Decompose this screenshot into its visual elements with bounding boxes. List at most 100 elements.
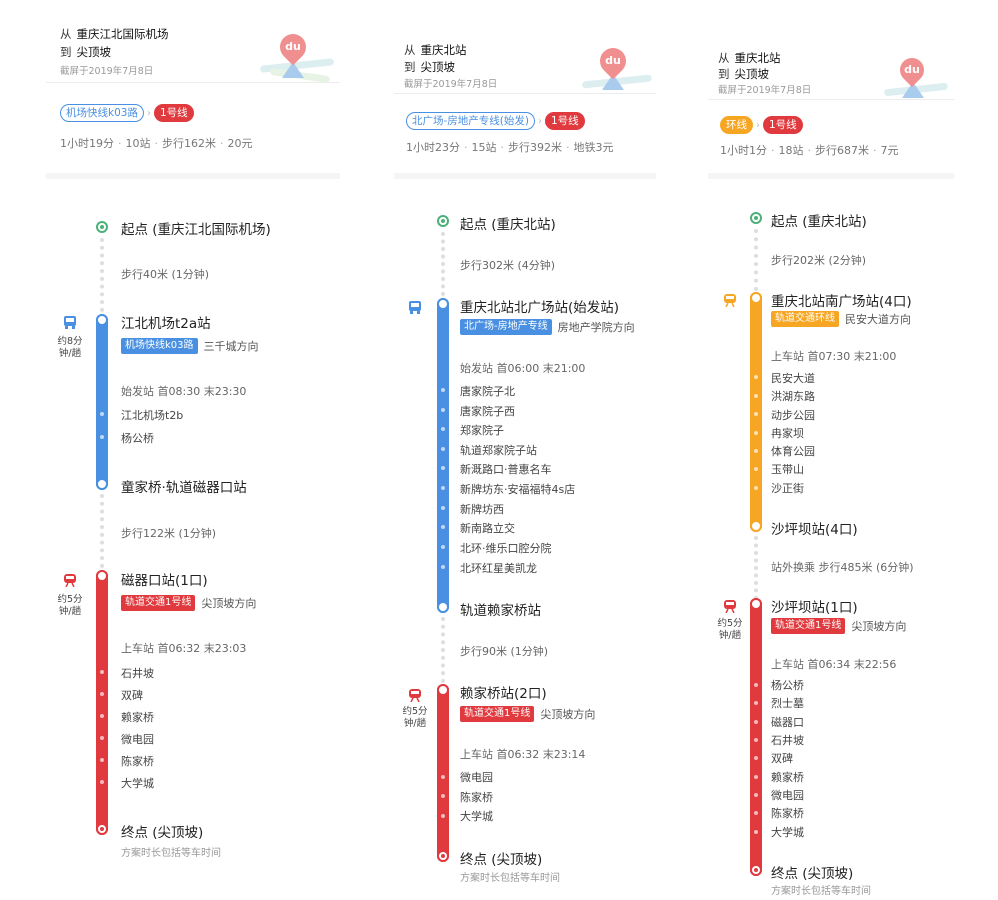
stop-name: 北环·维乐口腔分院 <box>460 542 552 555</box>
from-prefix: 从 <box>404 43 416 57</box>
stop-name: 双碑 <box>121 689 143 702</box>
section-band <box>708 173 954 179</box>
line-badge[interactable]: 轨道交通环线民安大道方向 <box>771 311 911 327</box>
board-station[interactable]: 重庆北站北广场站(始发站) <box>460 300 620 316</box>
summary-duration: 1小时1分 <box>720 144 767 157</box>
destination-name: 尖顶坡 <box>734 67 770 81</box>
stop-name: 赖家桥 <box>121 711 154 724</box>
stop-name: 陈家桥 <box>771 807 804 820</box>
route-header: 从重庆北站 到尖顶坡 截屏于2019年7月8日 du 环线 › 1号线 1小时1… <box>708 0 954 180</box>
to-line: 到尖顶坡 <box>404 59 455 75</box>
route-header: 从重庆江北国际机场 到尖顶坡 截屏于2019年7月8日 du 机场快线k03路 … <box>46 0 340 180</box>
service-time: 始发站 首06:00 末21:00 <box>460 362 586 375</box>
stop-dot <box>754 449 758 453</box>
location-triangle-icon <box>602 74 624 90</box>
route-panel-2: 从重庆北站 到尖顶坡 截屏于2019年7月8日 du 北广场-房地产专线(始发)… <box>340 0 670 900</box>
stop-name: 杨公桥 <box>121 432 154 445</box>
stop-name: 微电园 <box>460 771 493 784</box>
stop-name: 大学城 <box>460 810 493 823</box>
frequency-text: 约5分钟/趟 <box>402 706 428 729</box>
route-tags: 北广场-房地产专线(始发) › 1号线 <box>406 112 585 130</box>
tag-line1: 1号线 <box>544 112 585 130</box>
route-tags: 机场快线k03路 › 1号线 <box>60 104 194 122</box>
line-badge[interactable]: 北广场-房地产专线房地产学院方向 <box>460 319 635 335</box>
alight-station[interactable]: 童家桥·轨道磁器口站 <box>121 480 247 496</box>
summary-walk: 步行392米 <box>508 141 562 154</box>
stop-dot <box>754 467 758 471</box>
stop-dot <box>754 756 758 760</box>
map-pin-icon: du <box>594 42 632 80</box>
service-time: 始发站 首08:30 末23:30 <box>121 385 247 398</box>
screenshot-date: 截屏于2019年7月8日 <box>60 66 154 77</box>
alight-station[interactable]: 沙坪坝站(4口) <box>771 522 858 538</box>
metro-icon <box>408 687 422 703</box>
board-station[interactable]: 赖家桥站(2口) <box>460 686 547 702</box>
map-pin-icon: du <box>895 53 929 87</box>
tag-shuttle: 北广场-房地产专线(始发) <box>406 112 535 130</box>
stop-dot <box>441 466 445 470</box>
line-badge[interactable]: 轨道交通1号线尖顶坡方向 <box>460 706 595 722</box>
walk-info: 步行302米 (4分钟) <box>460 259 556 272</box>
stop-name: 唐家院子北 <box>460 385 515 398</box>
stop-name: 体育公园 <box>771 445 815 458</box>
end-point-label: 终点 (尖顶坡) <box>121 825 204 841</box>
metro-route-line <box>750 598 762 876</box>
stop-dot <box>441 814 445 818</box>
divider <box>46 82 340 83</box>
stop-name: 赖家桥 <box>771 771 804 784</box>
bus-route-line <box>96 314 108 490</box>
stop-dot <box>754 738 758 742</box>
metro-icon <box>723 598 737 614</box>
chevron-right-icon: › <box>537 115 542 127</box>
tag-line1: 1号线 <box>763 116 803 134</box>
from-line: 从重庆北站 <box>718 50 781 66</box>
walk-dotted-line <box>441 232 445 296</box>
alight-station[interactable]: 轨道赖家桥站 <box>460 603 541 619</box>
board-station[interactable]: 沙坪坝站(1口) <box>771 600 858 616</box>
stop-name: 洪湖东路 <box>771 390 815 403</box>
section-band <box>46 173 340 179</box>
stop-dot <box>100 736 104 740</box>
end-point-label: 终点 (尖顶坡) <box>460 852 543 868</box>
board-station-marker <box>750 598 762 610</box>
line-badge[interactable]: 轨道交通1号线尖顶坡方向 <box>771 618 906 634</box>
screenshot-date: 截屏于2019年7月8日 <box>404 79 498 90</box>
from-line: 从重庆江北国际机场 <box>60 26 169 42</box>
end-point-icon <box>96 823 108 835</box>
stop-dot <box>441 506 445 510</box>
stop-dot <box>441 388 445 392</box>
summary-fare: 7元 <box>880 144 899 157</box>
time-note: 方案时长包括等车时间 <box>121 848 221 859</box>
metro-route-line <box>437 684 449 862</box>
summary-stops: 15站 <box>471 141 497 154</box>
map-thumbnail[interactable]: du <box>580 42 656 96</box>
walk-dotted-line <box>100 238 104 312</box>
section-band <box>394 173 656 179</box>
stop-name: 冉家坝 <box>771 427 804 440</box>
alight-station-marker <box>750 520 762 532</box>
stop-dot <box>754 394 758 398</box>
stop-dot <box>754 811 758 815</box>
to-prefix: 到 <box>404 60 416 74</box>
bus-icon <box>408 299 422 314</box>
stop-name: 新南路立交 <box>460 522 515 535</box>
frequency-text: 约8分钟/趟 <box>57 336 83 359</box>
line-badge[interactable]: 机场快线k03路三千城方向 <box>121 338 259 354</box>
stop-dot <box>441 794 445 798</box>
board-station[interactable]: 重庆北站南广场站(4口) <box>771 294 912 310</box>
walk-dotted-line <box>754 536 758 600</box>
walk-info: 步行202米 (2分钟) <box>771 254 867 267</box>
frequency-text: 约5分钟/趟 <box>717 618 743 641</box>
route-summary: 1小时23分·15站·步行392米·地铁3元 <box>406 141 614 154</box>
tag-bus-k03: 机场快线k03路 <box>60 104 144 122</box>
stop-dot <box>441 565 445 569</box>
board-station[interactable]: 磁器口站(1口) <box>121 573 208 589</box>
destination-name: 尖顶坡 <box>420 60 456 74</box>
board-station-marker <box>96 314 108 326</box>
map-thumbnail[interactable]: du <box>882 53 952 102</box>
stop-dot <box>441 427 445 431</box>
line-badge[interactable]: 轨道交通1号线尖顶坡方向 <box>121 595 256 611</box>
map-thumbnail[interactable]: du <box>256 28 340 86</box>
stop-dot <box>100 758 104 762</box>
board-station[interactable]: 江北机场t2a站 <box>121 316 211 332</box>
